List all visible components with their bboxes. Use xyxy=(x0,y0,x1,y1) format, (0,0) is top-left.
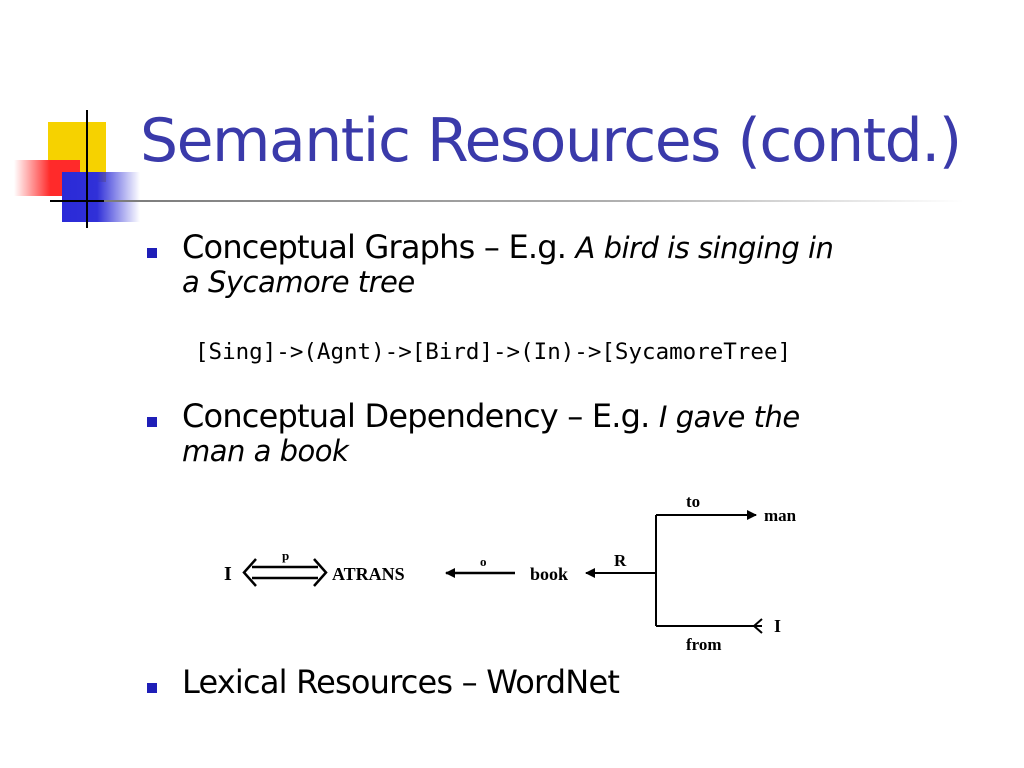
decor-blue-bar xyxy=(62,172,140,222)
slide-title: Semantic Resources (contd.) xyxy=(140,106,962,176)
cd-to-target: man xyxy=(764,506,797,525)
cd-r-label: R xyxy=(614,551,627,570)
cd-double-arrow xyxy=(242,558,328,587)
bullet-marker xyxy=(147,417,157,427)
cd-object: book xyxy=(530,564,568,584)
bullet-example: A bird is singing in xyxy=(575,231,834,265)
bullet-lexical-resources: Lexical Resources – WordNet xyxy=(182,663,620,701)
cd-from-label: from xyxy=(686,635,722,654)
cd-from-arrowhead xyxy=(752,618,763,634)
cd-from-target: I xyxy=(774,616,781,636)
title-underline xyxy=(104,200,964,202)
bullet-example-continued: a Sycamore tree xyxy=(182,265,415,299)
cd-actor: I xyxy=(224,563,232,585)
bullet-lead: Lexical Resources – WordNet xyxy=(182,663,620,701)
bullet-marker xyxy=(147,248,157,258)
bullet-marker xyxy=(147,683,157,693)
bullet-lead: Conceptual Graphs – E.g. xyxy=(182,228,576,266)
bullet-conceptual-graphs: Conceptual Graphs – E.g. A bird is singi… xyxy=(182,228,834,299)
bullet-example: I gave the xyxy=(658,400,800,434)
cd-to-label: to xyxy=(686,492,700,511)
cd-p-label: p xyxy=(282,548,289,563)
bullet-conceptual-dependency: Conceptual Dependency – E.g. I gave the … xyxy=(182,399,800,468)
cd-o-label: o xyxy=(480,554,487,569)
decor-horizontal-line xyxy=(50,200,120,202)
bullet-lead: Conceptual Dependency – E.g. xyxy=(182,397,659,435)
bullet-example-continued: man a book xyxy=(182,434,349,468)
decor-vertical-line xyxy=(86,110,88,228)
conceptual-graph-formula: [Sing]->(Agnt)->[Bird]->(In)->[SycamoreT… xyxy=(195,339,792,365)
cd-act: ATRANS xyxy=(332,564,405,584)
